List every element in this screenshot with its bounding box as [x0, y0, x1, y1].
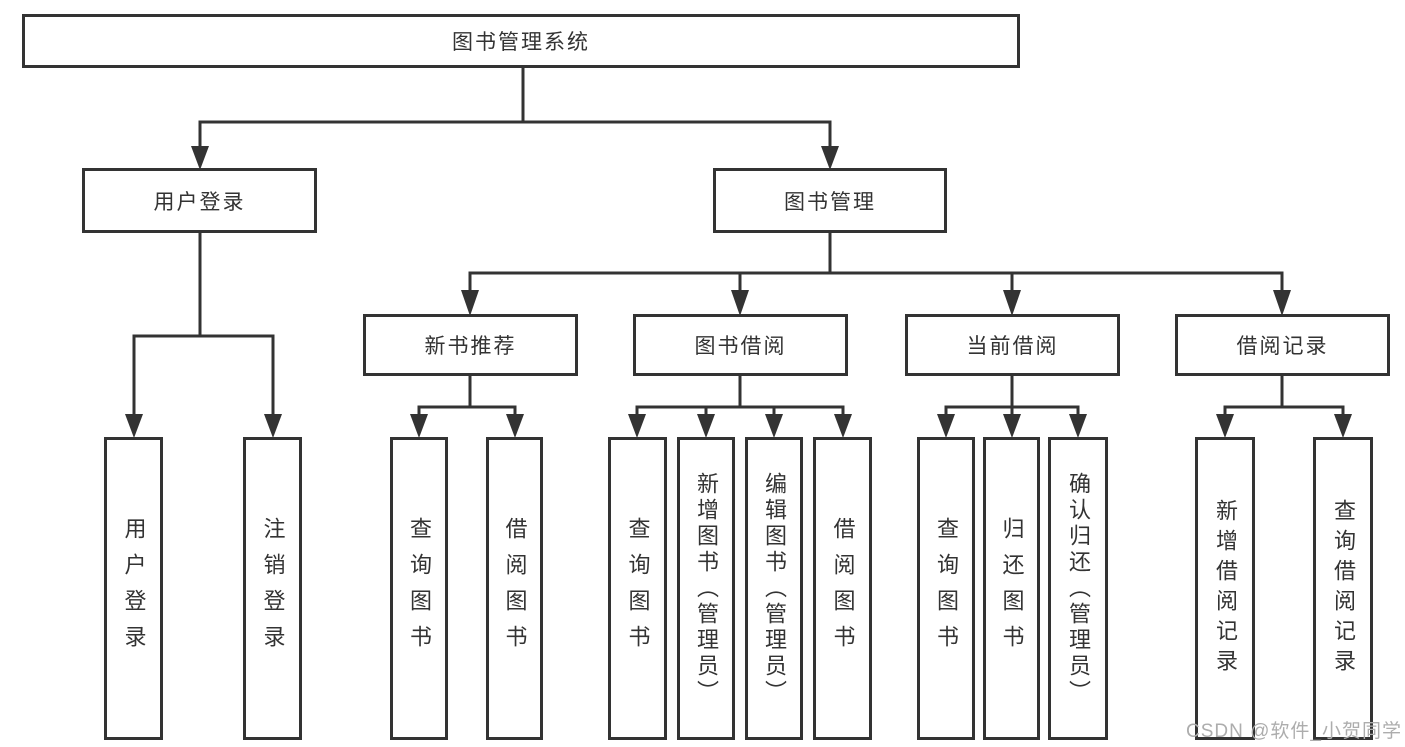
node-leaf-cb-query-books-label: 查询图书	[934, 516, 959, 661]
node-book-borrowing-label: 图书借阅	[694, 335, 787, 358]
node-new-book-recommend-label: 新书推荐	[424, 335, 517, 358]
connector-book-management	[461, 233, 1291, 316]
connector-user-login	[125, 233, 282, 438]
node-root: 图书管理系统	[22, 14, 1020, 68]
node-user-login-label: 用户登录	[153, 190, 246, 214]
node-leaf-bb-add-books-admin: 新增图书（管理员）	[677, 437, 735, 740]
node-leaf-cb-query-books: 查询图书	[917, 437, 975, 740]
node-leaf-nb-borrow-books: 借阅图书	[486, 437, 543, 740]
node-leaf-cb-return-books-label: 归还图书	[999, 516, 1025, 661]
node-leaf-bb-query-books-label: 查询图书	[625, 516, 651, 661]
node-leaf-nb-borrow-books-label: 借阅图书	[502, 516, 528, 661]
node-leaf-logout: 注销登录	[243, 437, 302, 740]
node-leaf-cb-confirm-return-admin-label: 确认归还（管理员）	[1066, 471, 1091, 706]
node-borrowing-records-label: 借阅记录	[1236, 335, 1329, 358]
node-user-login: 用户登录	[82, 168, 317, 233]
node-leaf-user-login: 用户登录	[104, 437, 163, 740]
node-leaf-br-add-record-label: 新增借阅记录	[1213, 498, 1238, 679]
node-leaf-br-query-record: 查询借阅记录	[1313, 437, 1373, 740]
node-leaf-bb-edit-books-admin-label: 编辑图书（管理员）	[762, 471, 787, 706]
node-leaf-bb-add-books-admin-label: 新增图书（管理员）	[694, 471, 719, 706]
connector-new-book-recommend	[410, 376, 524, 438]
node-new-book-recommend: 新书推荐	[363, 314, 578, 376]
node-leaf-logout-label: 注销登录	[260, 516, 286, 661]
node-root-label: 图书管理系统	[452, 31, 590, 54]
node-leaf-cb-confirm-return-admin: 确认归还（管理员）	[1048, 437, 1108, 740]
node-current-borrowing-label: 当前借阅	[966, 335, 1059, 358]
connector-book-borrowing	[628, 376, 852, 438]
node-book-management: 图书管理	[713, 168, 947, 233]
csdn-watermark: CSDN @软件_小贺同学	[1186, 721, 1402, 742]
node-book-management-label: 图书管理	[784, 190, 876, 214]
node-leaf-cb-return-books: 归还图书	[983, 437, 1040, 740]
connector-current-borrowing	[937, 376, 1087, 438]
node-leaf-user-login-label: 用户登录	[121, 516, 147, 661]
node-leaf-bb-query-books: 查询图书	[608, 437, 667, 740]
node-leaf-bb-edit-books-admin: 编辑图书（管理员）	[745, 437, 803, 740]
node-leaf-br-add-record: 新增借阅记录	[1195, 437, 1255, 740]
node-borrowing-records: 借阅记录	[1175, 314, 1390, 376]
node-leaf-bb-borrow-books: 借阅图书	[813, 437, 872, 740]
node-leaf-nb-query-books-label: 查询图书	[407, 516, 432, 661]
node-book-borrowing: 图书借阅	[633, 314, 848, 376]
node-current-borrowing: 当前借阅	[905, 314, 1120, 376]
connector-root	[191, 68, 839, 170]
node-leaf-br-query-record-label: 查询借阅记录	[1331, 498, 1356, 679]
node-leaf-nb-query-books: 查询图书	[390, 437, 448, 740]
connector-borrowing-records	[1216, 376, 1352, 438]
node-leaf-bb-borrow-books-label: 借阅图书	[830, 516, 856, 661]
